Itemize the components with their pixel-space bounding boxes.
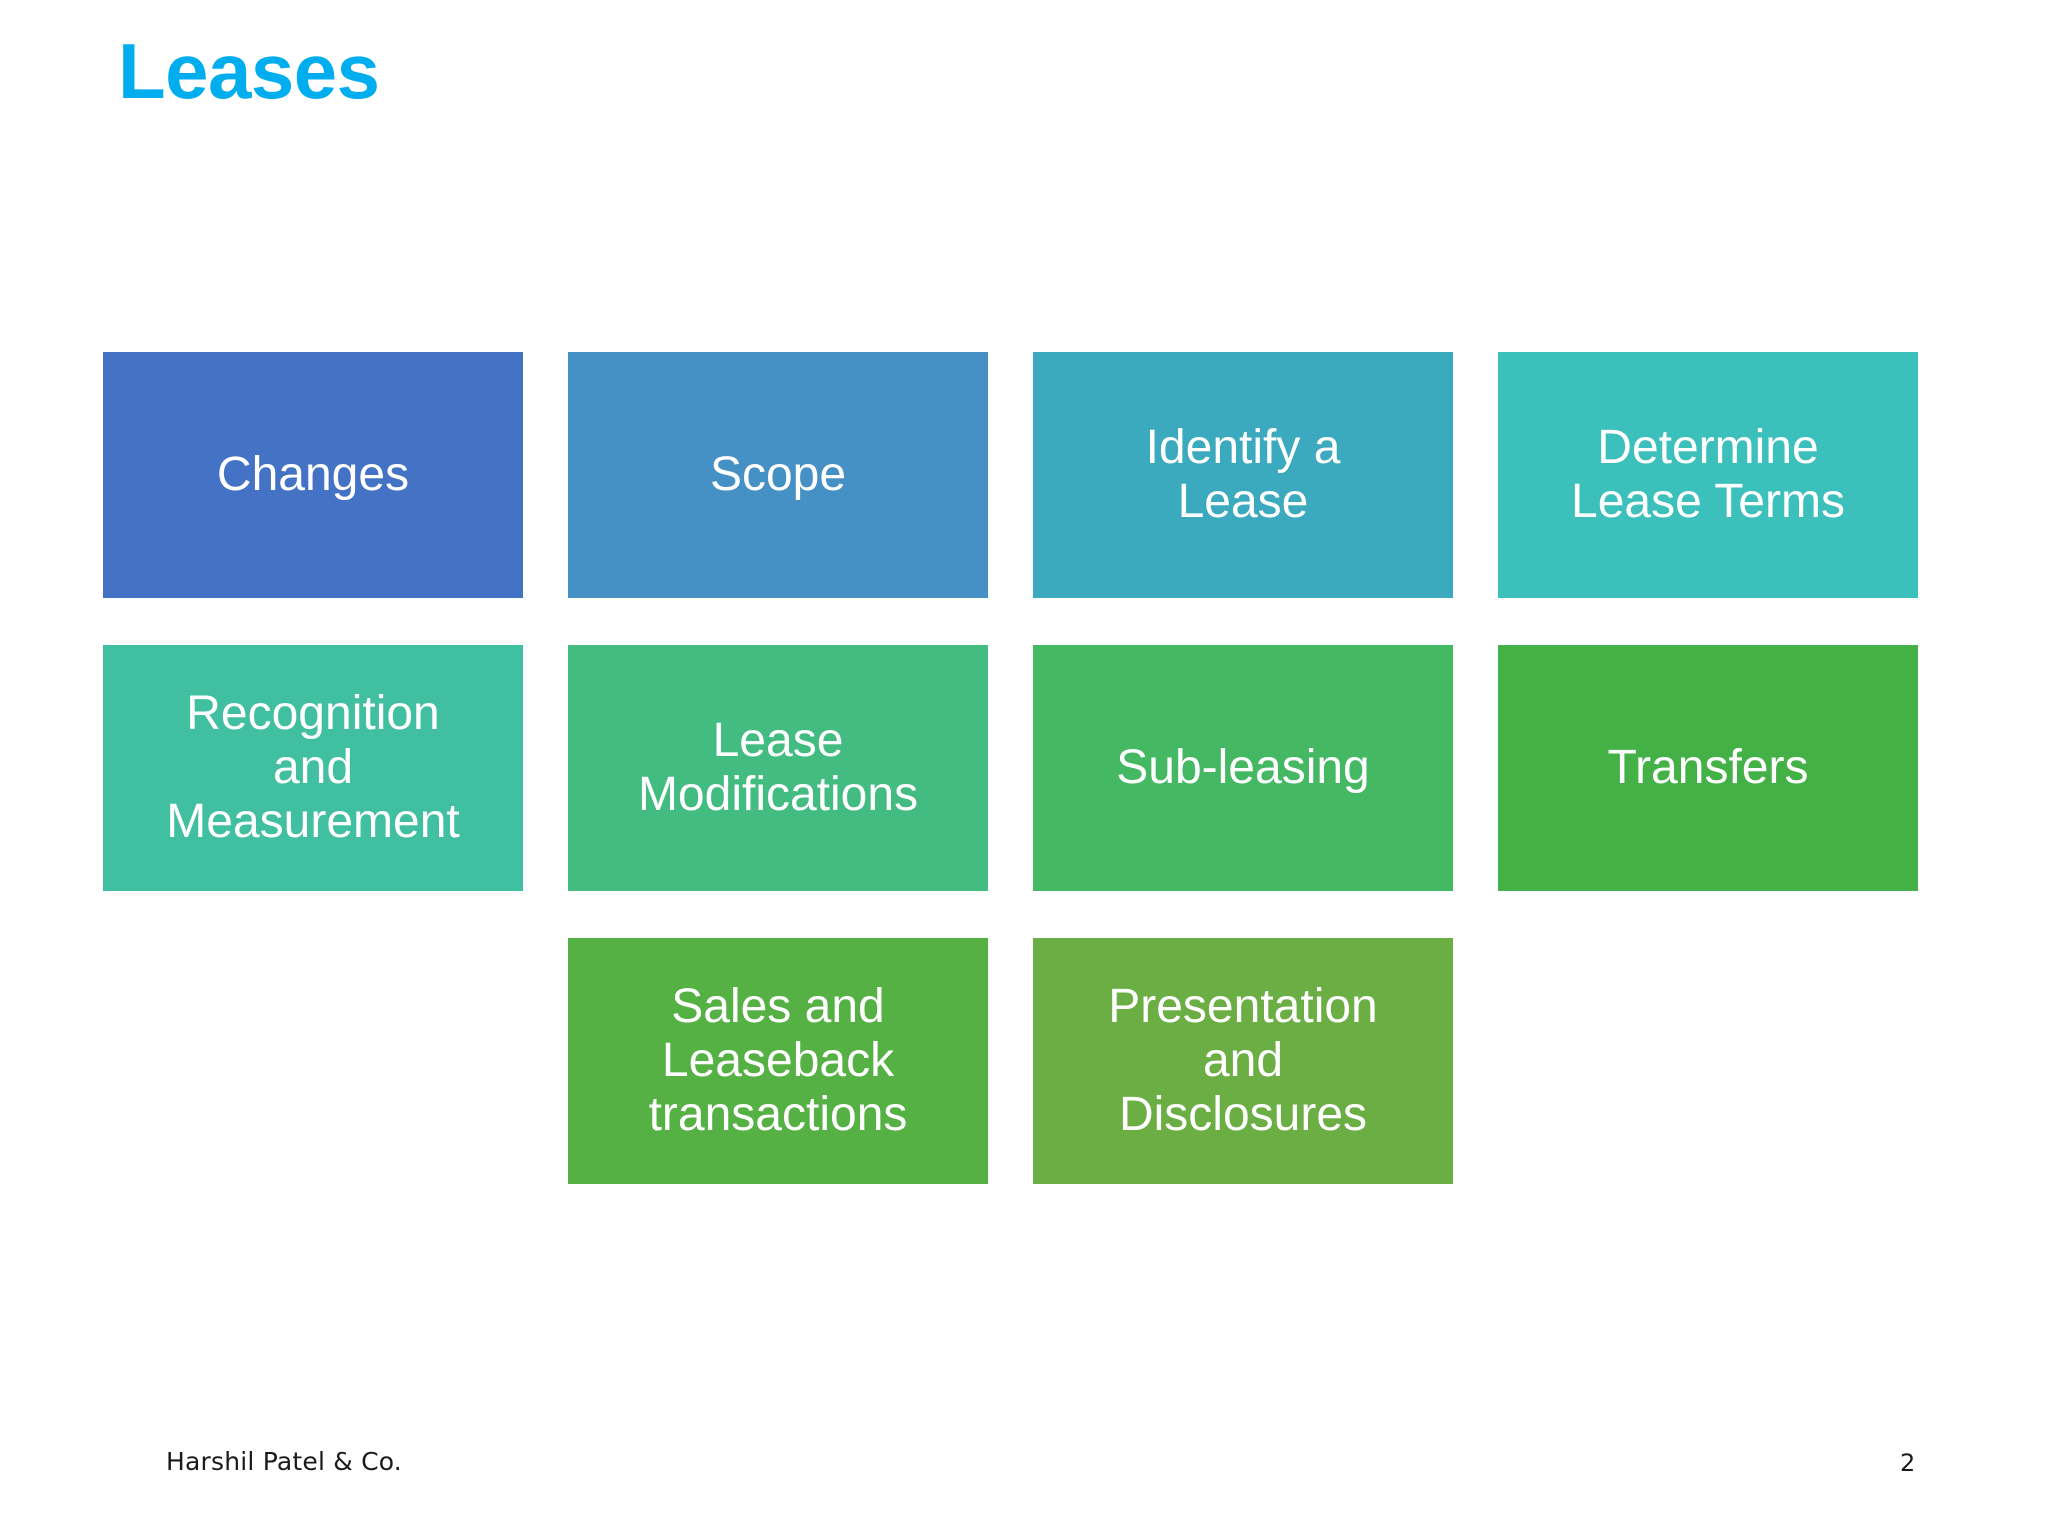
concept-box-label: Recognition and Measurement bbox=[166, 687, 460, 848]
grid-empty-slot bbox=[103, 938, 523, 1184]
concept-grid: Changes Scope Identify a Lease Determine… bbox=[103, 352, 1925, 1231]
concept-box-sub-leasing[interactable]: Sub-leasing bbox=[1033, 645, 1453, 891]
grid-row: Sales and Leaseback transactions Present… bbox=[103, 938, 1925, 1184]
concept-box-label: Sub-leasing bbox=[1116, 741, 1370, 795]
concept-box-label: Sales and Leaseback transactions bbox=[648, 980, 908, 1141]
concept-box-label: Transfers bbox=[1607, 741, 1809, 795]
concept-box-label: Presentation and Disclosures bbox=[1108, 980, 1378, 1141]
concept-box-recognition-and-measurement[interactable]: Recognition and Measurement bbox=[103, 645, 523, 891]
concept-box-determine-lease-terms[interactable]: Determine Lease Terms bbox=[1498, 352, 1918, 598]
page-title: Leases bbox=[118, 27, 380, 115]
concept-box-identify-a-lease[interactable]: Identify a Lease bbox=[1033, 352, 1453, 598]
concept-box-lease-modifications[interactable]: Lease Modifications bbox=[568, 645, 988, 891]
footer-company-name: Harshil Patel & Co. bbox=[166, 1447, 402, 1476]
grid-row: Recognition and Measurement Lease Modifi… bbox=[103, 645, 1925, 891]
concept-box-label: Lease Modifications bbox=[637, 714, 919, 821]
grid-empty-slot bbox=[1498, 938, 1918, 1184]
concept-box-changes[interactable]: Changes bbox=[103, 352, 523, 598]
concept-box-label: Identify a Lease bbox=[1145, 421, 1341, 528]
concept-box-label: Scope bbox=[709, 448, 847, 502]
concept-box-sales-and-leaseback-transactions[interactable]: Sales and Leaseback transactions bbox=[568, 938, 988, 1184]
slide-page-number: 2 bbox=[1900, 1449, 1916, 1477]
concept-box-transfers[interactable]: Transfers bbox=[1498, 645, 1918, 891]
concept-box-label: Determine Lease Terms bbox=[1571, 421, 1845, 528]
concept-box-presentation-and-disclosures[interactable]: Presentation and Disclosures bbox=[1033, 938, 1453, 1184]
concept-box-label: Changes bbox=[216, 448, 410, 502]
grid-row: Changes Scope Identify a Lease Determine… bbox=[103, 352, 1925, 598]
concept-box-scope[interactable]: Scope bbox=[568, 352, 988, 598]
